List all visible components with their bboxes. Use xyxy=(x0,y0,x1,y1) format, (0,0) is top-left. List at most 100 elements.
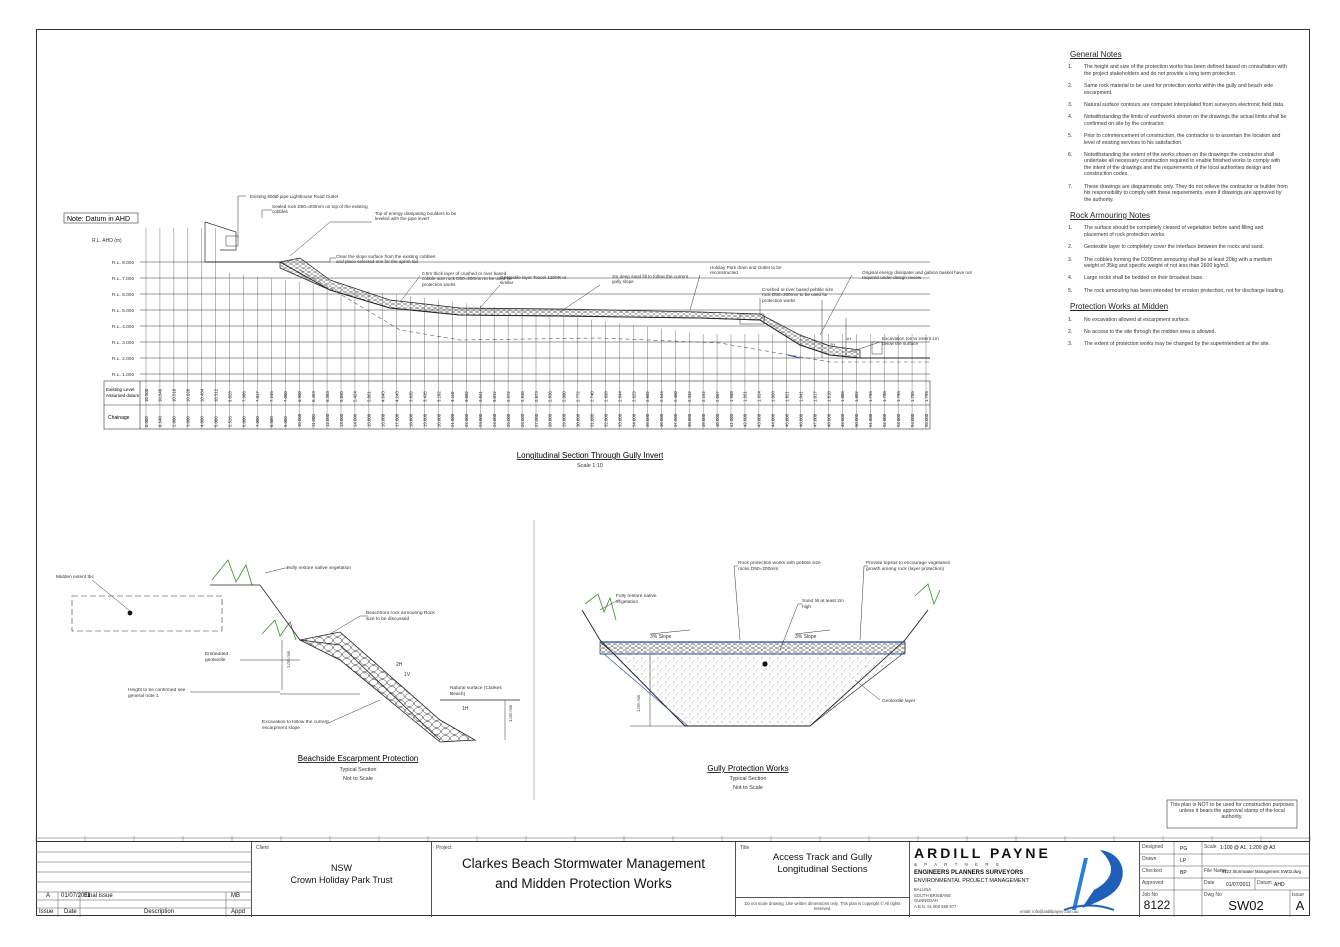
level-value: 1.802 xyxy=(854,391,859,402)
rock-note-item: 3.The cobbles forming the D200mm armouri… xyxy=(1068,256,1272,269)
level-value: 6.900 xyxy=(297,391,302,402)
chainage-value: 42.000 xyxy=(743,413,748,427)
beach-midden: Midden extent tbc xyxy=(56,574,94,580)
level-value: 1.821 xyxy=(785,391,790,402)
level-value: 10.500 xyxy=(144,388,149,402)
callout-pipe: Existing 600Ø pipe Lighthouse Road Outle… xyxy=(250,194,339,199)
level-value: 2.938 xyxy=(520,391,525,402)
general-note-item: 4.Notwithstanding the limits of earthwor… xyxy=(1068,114,1287,127)
title-block: A 01/07/2011 Final issue MB Issue Date D… xyxy=(36,841,1310,917)
chainage-value: 29.000 xyxy=(562,413,567,427)
level-value: 5.424 xyxy=(353,391,358,402)
designed-label: Designed xyxy=(1142,844,1164,850)
beach-natural: Natural surface (Clarkes Beach) xyxy=(450,686,502,697)
level-value: 1.924 xyxy=(757,391,762,402)
title-line-2: Longitudinal Sections xyxy=(777,864,868,875)
level-value: 3.182 xyxy=(436,391,441,402)
beach-excav: Excavation to follow the current escarpm… xyxy=(262,720,329,731)
issue-value: A xyxy=(1295,898,1305,913)
firm-cell: ARDILL PAYNE & P A R T N E R S ENGINEERS… xyxy=(910,842,1140,917)
col-appd: Appd xyxy=(231,909,246,915)
midden-note-item: 3.The extent of protection works may be … xyxy=(1068,341,1270,348)
callout-crushed: Crushed or river based pebble size rock … xyxy=(762,287,834,303)
level-value: 7.817 xyxy=(255,391,260,402)
chainage-value: 0.000 xyxy=(144,416,149,427)
level-value: 3.110 xyxy=(450,391,455,402)
chainage-value: 5.000 xyxy=(213,416,218,427)
level-value: 7.000 xyxy=(283,391,288,402)
drawing-sheet xyxy=(36,29,1310,916)
firm-line-2: ENVIRONMENTAL PROJECT MANAGEMENT xyxy=(914,878,1029,884)
checked-label: Checked xyxy=(1142,868,1162,874)
chainage-value: 45.000 xyxy=(785,413,790,427)
abn: A.B.N. 51 808 558 977 xyxy=(914,903,957,909)
level-value: 6.463 xyxy=(311,391,316,402)
beach-depth: 1.0m min xyxy=(286,650,291,668)
project-line-2: and Midden Protection Works xyxy=(495,876,672,891)
level-value: 1.796 xyxy=(868,391,873,402)
gully-title: Gully Protection Works xyxy=(707,764,788,773)
chainage-value: 7.000 xyxy=(255,416,260,427)
callout-geotextile: Geotextile layer Texcel 1200R or similar xyxy=(500,275,567,286)
firm-sub: & P A R T N E R S xyxy=(914,862,1002,867)
drawn-label: Drawn xyxy=(1142,856,1157,862)
scale-label: Scale xyxy=(1204,844,1217,850)
chainage-value: 17.000 xyxy=(395,413,400,427)
job-number: 8122 xyxy=(1143,898,1171,912)
chainage-value: 22.000 xyxy=(464,413,469,427)
gully-topsoil: Provide topsoil to encourage vegetation … xyxy=(866,561,951,572)
firm-line-1: ENGINEERS PLANNERS SURVEYORS xyxy=(914,870,1024,876)
level-value: 2.629 xyxy=(631,391,636,402)
datum-note: Note: Datum in AHD xyxy=(67,216,130,223)
issue-label: Issue xyxy=(1292,892,1304,898)
general-note-item: 3.Natural surface contours are computer … xyxy=(1068,102,1285,109)
beach-armour: Beachfront rock armouring Rock size to b… xyxy=(366,611,435,622)
rev-app: MB xyxy=(231,893,240,899)
gully-depth: 1.0m min xyxy=(636,694,641,712)
rl-axis-label: R.L. AHD (m) xyxy=(92,238,122,244)
svg-text:2H: 2H xyxy=(760,315,765,320)
level-value: 5.890 xyxy=(339,391,344,402)
chainage-value: 30.000 xyxy=(576,413,581,427)
notes-panel: General Notes 1.The height and size of t… xyxy=(1068,50,1288,358)
gully-slope-l: 3% Slope xyxy=(650,634,672,640)
general-notes-title: General Notes xyxy=(1070,50,1122,59)
gully-restore: Fully restore native vegetation xyxy=(616,594,657,605)
level-value: 3.041 xyxy=(478,391,483,402)
beach-slope1: 2H xyxy=(396,662,403,668)
chainage-value: 14.000 xyxy=(353,413,358,427)
designed-value: PG xyxy=(1180,846,1188,852)
svg-text:2H: 2H xyxy=(830,342,835,347)
chainage-value: 54.000 xyxy=(910,413,915,427)
level-value: 2.800 xyxy=(562,391,567,402)
level-value: 1.868 xyxy=(771,391,776,402)
level-value: 10.620 xyxy=(186,388,191,402)
col-date: Date xyxy=(64,909,77,915)
level-value: 10.510 xyxy=(172,388,177,402)
gully-sub2: Not to Scale xyxy=(733,785,763,791)
chainage-value: 48.000 xyxy=(826,413,831,427)
file-value: 8122 Stormwater Management SW02.dwg xyxy=(1222,869,1301,874)
rev-issue: A xyxy=(46,893,51,899)
rock-note-item: 5.The rock armouring has been intended f… xyxy=(1068,287,1285,294)
chainage-value: 38.000 xyxy=(687,413,692,427)
chainage-value: 2.000 xyxy=(172,416,177,427)
rl-label: R.L. 6.000 xyxy=(112,292,134,298)
chainage-value: 51.000 xyxy=(868,413,873,427)
chainage-value: 4.000 xyxy=(200,416,205,427)
rev-date: 01/07/2011 xyxy=(61,893,91,899)
level-value: 1.786 xyxy=(882,391,887,402)
level-value: 2.772 xyxy=(576,391,581,402)
beach-title: Beachside Escarpment Protection xyxy=(298,754,419,763)
chainage-value: 6.000 xyxy=(241,416,246,427)
gully-geotex: Geotextile layer xyxy=(882,698,916,704)
col-desc: Description xyxy=(144,909,175,915)
rev-desc: Final issue xyxy=(84,893,113,899)
chainage-value: 15.000 xyxy=(367,413,372,427)
midden-note-item: 1.No excavation allowed at escarpment su… xyxy=(1068,316,1191,323)
level-value: 2.067 xyxy=(715,391,720,402)
level-value: 6.363 xyxy=(325,391,330,402)
midden-notes-list: 1.No excavation allowed at escarpment su… xyxy=(1068,317,1288,348)
